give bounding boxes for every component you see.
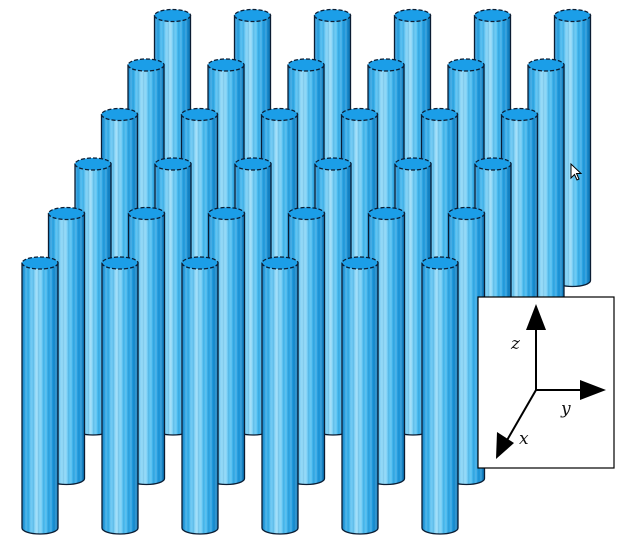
z-axis-arrowhead <box>526 304 546 330</box>
z-axis-label: z <box>510 334 521 354</box>
nanorod <box>181 256 219 535</box>
axes-inset: z y x <box>477 296 615 469</box>
nanorod <box>261 256 299 535</box>
nanorod <box>101 256 139 535</box>
nanorod <box>421 256 459 535</box>
y-axis-arrowhead <box>580 380 606 400</box>
arrow-cursor-icon <box>570 162 583 181</box>
y-axis-label: y <box>560 399 571 419</box>
rod-array <box>21 8 592 535</box>
nanorod <box>21 256 59 535</box>
nanorod <box>341 256 379 535</box>
x-axis-label: x <box>519 429 529 449</box>
x-axis-arrowhead <box>496 432 514 459</box>
